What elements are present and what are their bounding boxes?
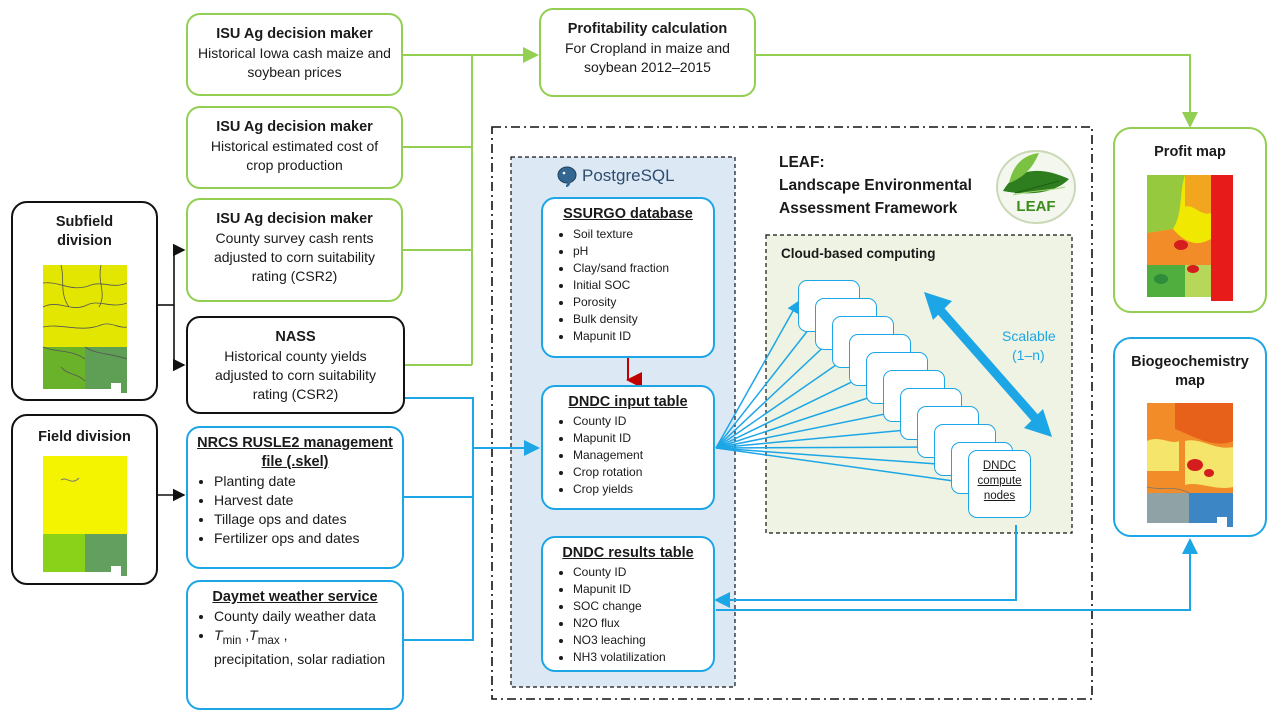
list-item: Mapunit ID [573,328,713,345]
leaf-title-line1: LEAF: [779,154,825,171]
isu-cost-box: ISU Ag decision maker Historical estimat… [186,106,403,189]
ssurgo-title: SSURGO database [563,206,693,222]
list-item: N2O flux [573,615,713,632]
isu-prices-desc: Historical Iowa cash maize and soybean p… [198,45,391,80]
profit-map-title: Profit map [1154,144,1226,160]
daymet-box: Daymet weather service County daily weat… [186,580,404,710]
fan-arrows [715,300,970,488]
scalable-arrowhead-bottom [1024,409,1052,437]
list-item: pH [573,243,713,260]
leaf-frame [491,126,1093,700]
field-title: Field division [38,429,131,445]
list-item: NO3 leaching [573,632,713,649]
profitability-title: Profitability calculation [567,21,728,37]
dndc-input-box: DNDC input table County ID Mapunit ID Ma… [541,385,715,510]
list-item: Bulk density [573,311,713,328]
list-item: Mapunit ID [573,581,713,598]
list-item: Soil texture [573,226,713,243]
isu-rents-box: ISU Ag decision maker County survey cash… [186,198,403,302]
isu-rents-title: ISU Ag decision maker [216,211,373,227]
leaf-logo-icon [996,150,1076,224]
dndc-input-list: County ID Mapunit ID Management Crop rot… [555,413,713,498]
dndc-results-box: DNDC results table County ID Mapunit ID … [541,536,715,672]
list-item: Mapunit ID [573,430,713,447]
biogeochemistry-map-title: Biogeochemistry map [1131,354,1249,389]
list-item: SOC change [573,598,713,615]
biogeochemistry-map [1146,403,1233,527]
green-connectors [403,47,1198,366]
postgres-logo-text: PostgreSQL [582,166,675,185]
daymet-title: Daymet weather service [212,589,378,605]
list-item: Clay/sand fraction [573,260,713,277]
biogeochemistry-map-box: Biogeochemistry map [1113,337,1267,537]
isu-prices-title: ISU Ag decision maker [216,26,373,42]
tmax-sub: max [257,633,280,647]
scalable-arrow [936,307,1039,421]
isu-rents-desc: County survey cash rents adjusted to cor… [213,230,376,284]
subfield-box: Subfield division [11,201,158,401]
scalable-arrowhead-top [924,292,952,320]
tmin-symbol: T [214,627,223,643]
dndc-results-list: County ID Mapunit ID SOC change N2O flux… [555,564,713,666]
nass-box: NASS Historical county yields adjusted t… [186,316,405,414]
list-item: Planting date [214,472,402,491]
cloud-title: Cloud-based computing [781,246,936,261]
profit-map-box: Profit map [1113,127,1267,313]
scalable-label: Scalable [1002,328,1056,344]
compute-node-labeled: DNDC compute nodes [968,450,1031,518]
subfield-connectors [158,243,186,502]
ssurgo-box: SSURGO database Soil texture pH Clay/san… [541,197,715,358]
list-item: Fertilizer ops and dates [214,529,402,548]
rusle2-list: Planting date Harvest date Tillage ops a… [196,472,402,548]
dndc-results-title: DNDC results table [562,545,694,561]
ssurgo-list: Soil texture pH Clay/sand fraction Initi… [555,226,713,345]
profitability-box: Profitability calculation For Cropland i… [539,8,756,97]
list-item: County ID [573,413,713,430]
compute-node-label: DNDC compute nodes [977,460,1022,502]
list-item: Porosity [573,294,713,311]
list-item: Initial SOC [573,277,713,294]
leaf-logo-text: LEAF [1016,198,1056,215]
elephant-icon [557,166,577,187]
blue-connectors [404,397,1198,641]
subfield-map [42,264,128,393]
isu-prices-box: ISU Ag decision maker Historical Iowa ca… [186,13,403,96]
leaf-title: LEAF: Landscape Environmental Assessment… [779,151,972,220]
nass-title: NASS [275,329,316,345]
isu-cost-title: ISU Ag decision maker [216,119,373,135]
rusle2-box: NRCS RUSLE2 management file (.skel) Plan… [186,426,404,569]
leaf-title-line3: Assessment Framework [779,200,958,217]
list-item: Crop rotation [573,464,713,481]
isu-cost-desc: Historical estimated cost of crop produc… [210,138,379,173]
profitability-desc: For Cropland in maize and soybean 2012–2… [565,40,730,75]
list-item: Tillage ops and dates [214,510,402,529]
list-item: NH3 volatilization [573,649,713,666]
list-item: Harvest date [214,491,402,510]
leaf-logo: LEAF [995,147,1077,225]
list-item: Crop yields [573,481,713,498]
scalable-range: (1–n) [1012,347,1045,363]
daymet-item2-rest: precipitation, solar radiation [214,650,386,667]
list-item: Management [573,447,713,464]
field-map [43,456,127,576]
rusle2-title: NRCS RUSLE2 management file (.skel) [197,435,393,470]
nass-desc: Historical county yields adjusted to cor… [214,348,377,402]
list-item-temps: Tmin ,Tmax , precipitation, solar radiat… [214,626,402,669]
profit-map [1147,175,1233,301]
daymet-list: County daily weather data Tmin ,Tmax , p… [196,607,402,669]
tmax-symbol: T [249,627,258,643]
subfield-title: Subfield division [55,214,114,249]
dndc-input-title: DNDC input table [568,394,688,410]
field-box: Field division [11,414,158,585]
list-item: County daily weather data [214,607,402,626]
tmin-sub: min [222,633,242,647]
list-item: County ID [573,564,713,581]
leaf-title-line2: Landscape Environmental [779,177,972,194]
